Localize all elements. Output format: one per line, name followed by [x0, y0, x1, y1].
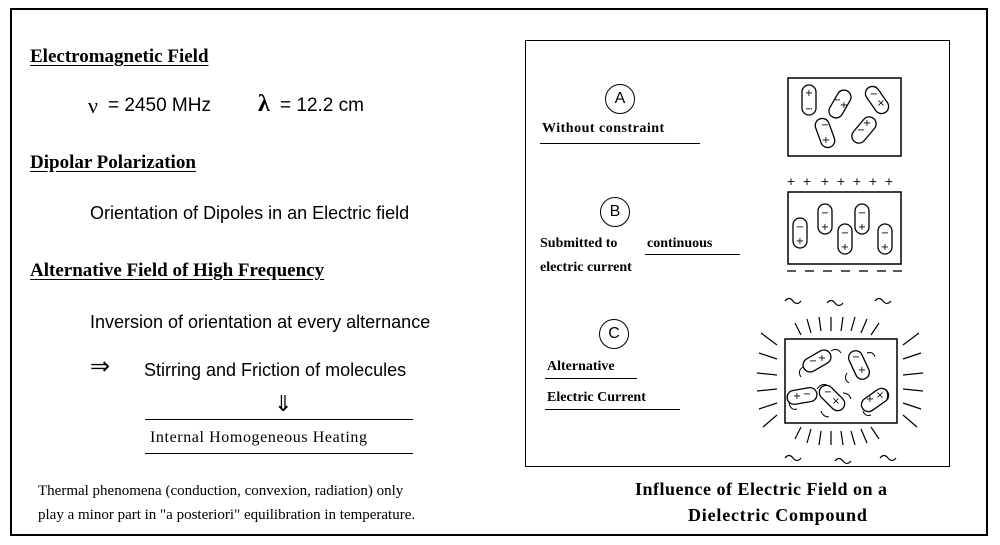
svg-text:−: − — [881, 228, 889, 239]
svg-text:+: + — [858, 222, 866, 233]
svg-text:+: + — [868, 175, 877, 188]
frequency-value: = 2450 MHz — [108, 95, 211, 116]
svg-text:+: + — [836, 175, 845, 188]
svg-text:+: + — [820, 175, 829, 188]
lambda-symbol: λ — [258, 91, 270, 117]
svg-text:+: + — [786, 175, 795, 188]
thermal-text-line-2: play a minor part in "a posteriori" equi… — [38, 507, 416, 523]
svg-text:+: + — [852, 175, 861, 188]
svg-text:+: + — [840, 100, 848, 111]
label-c-circle: C — [599, 319, 629, 349]
svg-text:×: × — [832, 396, 840, 407]
svg-text:−: − — [821, 120, 829, 131]
dipolar-heading: Dipolar Polarization — [30, 152, 196, 173]
svg-text:+: + — [858, 365, 866, 376]
svg-text:+: + — [863, 118, 871, 129]
svg-text:−: − — [852, 352, 860, 363]
svg-text:−: − — [796, 222, 804, 233]
alternative-field-heading: Alternative Field of High Frequency — [30, 260, 325, 281]
a-label-rule — [540, 143, 700, 144]
svg-text:×: × — [877, 98, 885, 109]
svg-text:−: − — [833, 95, 841, 106]
caption-line-2: Dielectric Compound — [688, 505, 868, 525]
svg-text:+: + — [841, 242, 849, 253]
dielectric-panel — [525, 40, 950, 467]
label-submitted-to: Submitted to — [540, 236, 618, 251]
svg-text:+: + — [796, 236, 804, 247]
svg-text:+: + — [802, 175, 811, 188]
em-field-heading: Electromagnetic Field — [30, 46, 209, 67]
svg-text:+: + — [805, 88, 813, 99]
dipoles-aligned-figure: ++++ +++ −+ −+ −+ −+ −+ — [786, 175, 902, 272]
heating-rule-top — [145, 419, 413, 420]
svg-text:+: + — [793, 391, 801, 402]
continuous-rule — [645, 254, 740, 255]
svg-text:−: − — [857, 125, 865, 136]
dipoles-alternating-figure: −+ −+ +− −× +× — [756, 297, 924, 465]
svg-text:−: − — [870, 89, 878, 100]
wavelength-value: = 12.2 cm — [280, 95, 364, 116]
svg-text:×: × — [876, 390, 884, 401]
caption-line-1: Influence of Electric Field on a — [635, 479, 888, 499]
svg-text:−: − — [805, 104, 813, 115]
label-without-constraint: Without constraint — [542, 121, 665, 136]
alternative-rule — [545, 378, 637, 379]
inversion-text: Inversion of orientation at every altern… — [90, 312, 431, 332]
svg-text:+: + — [866, 394, 874, 405]
double-arrow-down-icon: ⇓ — [274, 391, 293, 416]
svg-text:−: − — [803, 389, 811, 400]
svg-text:−: − — [841, 228, 849, 239]
dipolar-text: Orientation of Dipoles in an Electric fi… — [90, 203, 410, 223]
svg-text:+: + — [821, 222, 829, 233]
label-a-circle: A — [605, 84, 635, 114]
label-continuous: continuous — [647, 236, 713, 251]
svg-text:+: + — [818, 353, 826, 364]
double-arrow-right-icon: ⇒ — [90, 354, 111, 380]
label-electric-current: electric current — [540, 260, 632, 275]
svg-text:+: + — [884, 175, 893, 188]
electric-current-rule — [545, 409, 680, 410]
svg-text:+: + — [822, 135, 830, 146]
svg-text:−: − — [821, 208, 829, 219]
thermal-text-line-1: Thermal phenomena (conduction, convexion… — [38, 483, 404, 499]
nu-symbol: ν — [88, 93, 98, 118]
outer-frame — [10, 8, 988, 536]
svg-text:−: − — [858, 208, 866, 219]
heating-rule-bottom — [145, 453, 413, 454]
svg-text:−: − — [824, 387, 832, 398]
label-b-circle: B — [600, 197, 630, 227]
svg-text:+: + — [881, 242, 889, 253]
dipoles-random-figure: +− −+ −× −+ −+ — [787, 77, 902, 157]
svg-text:−: − — [809, 356, 817, 367]
heating-text: Internal Homogeneous Heating — [150, 429, 368, 446]
stirring-text: Stirring and Friction of molecules — [144, 360, 407, 380]
label-alternative: Alternative — [547, 359, 615, 374]
label-alternative-electric-current: Electric Current — [547, 390, 646, 405]
